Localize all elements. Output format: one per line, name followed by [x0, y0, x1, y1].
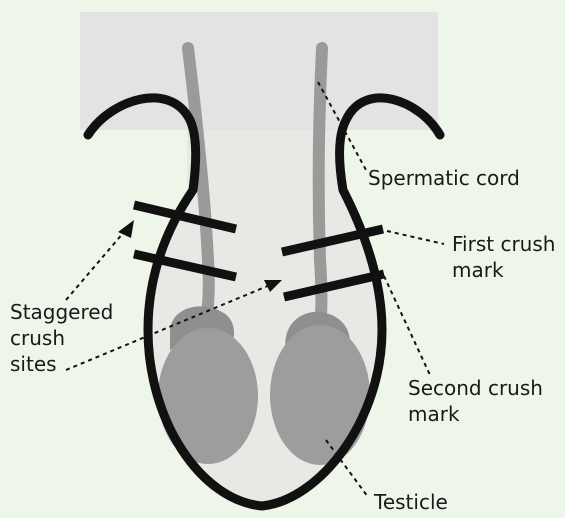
label-staggered-line1: Staggered: [10, 300, 113, 324]
right-testicle: [270, 325, 370, 465]
staggered-arrow-left-line: [66, 232, 124, 300]
backdrop-panel: [80, 12, 438, 130]
label-staggered-line3: sites: [10, 352, 57, 376]
label-spermatic-cord: Spermatic cord: [368, 166, 520, 190]
label-second-crush-mark-line1: Second crush: [408, 376, 543, 400]
label-staggered-line2: crush: [10, 326, 65, 350]
first-crush-mark-leader: [387, 231, 444, 244]
label-first-crush-mark-line1: First crush: [452, 232, 555, 256]
label-first-crush-mark-line2: mark: [452, 258, 504, 282]
staggered-arrowhead-left: [118, 220, 134, 238]
second-crush-mark-leader: [384, 276, 430, 375]
label-second-crush-mark-line2: mark: [408, 402, 460, 426]
label-testicle: Testicle: [374, 490, 448, 514]
